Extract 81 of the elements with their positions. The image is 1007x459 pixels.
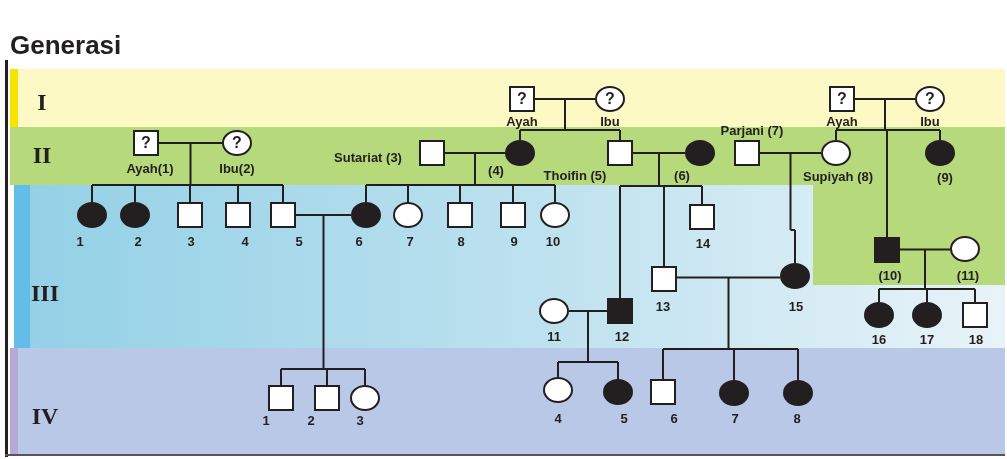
- person-label: 2: [307, 413, 315, 427]
- person-label: 14: [695, 236, 711, 250]
- person-label: 15: [788, 299, 804, 313]
- person-label: 1: [262, 413, 270, 427]
- person-label: Parjani (7): [720, 123, 784, 137]
- person-label: (6): [674, 168, 690, 182]
- male-square: [500, 202, 526, 228]
- person-label: 9: [510, 234, 518, 248]
- pedigree-line: [878, 248, 976, 303]
- person-label: 7: [406, 234, 414, 248]
- generation-numeral: III: [31, 281, 59, 305]
- male-square: [650, 379, 676, 405]
- male-square: [651, 266, 677, 292]
- question-mark: ?: [837, 91, 847, 107]
- person-label: 11: [547, 329, 561, 343]
- generation-numeral: II: [32, 143, 52, 167]
- person-label: 6: [670, 411, 678, 425]
- male-square: [133, 130, 159, 156]
- person-label: Ayah: [506, 114, 538, 128]
- person-label: Thoifin (5): [543, 168, 607, 182]
- question-mark: ?: [605, 91, 615, 107]
- pedigree-line: [662, 276, 799, 381]
- male-square: [225, 202, 251, 228]
- person-label: (9): [937, 170, 953, 184]
- person-label: 10: [545, 234, 561, 248]
- person-label: 16: [871, 332, 887, 346]
- person-label: Supiyah (8): [802, 169, 874, 183]
- person-label: Ayah(1): [126, 161, 174, 175]
- person-label: Ibu: [600, 114, 620, 128]
- person-label: 8: [793, 411, 801, 425]
- pedigree-line: [280, 214, 366, 386]
- person-label: 4: [554, 411, 562, 425]
- pedigree-line: [365, 152, 556, 203]
- person-label: (4): [488, 163, 504, 177]
- person-label: 17: [919, 332, 935, 346]
- person-label: Ayah: [826, 114, 858, 128]
- person-label: 18: [968, 332, 984, 346]
- person-label: 3: [187, 234, 195, 248]
- male-square: [509, 86, 535, 112]
- generation-numeral: IV: [31, 404, 59, 428]
- pedigree-line: [91, 142, 284, 203]
- pedigree-line: [835, 98, 941, 238]
- male-square: [177, 202, 203, 228]
- pedigree-line: [557, 310, 619, 380]
- person-label: Sutariat (3): [334, 150, 402, 164]
- person-label: 3: [356, 413, 364, 427]
- question-mark: ?: [141, 135, 151, 151]
- person-label: 2: [134, 234, 142, 248]
- question-mark: ?: [517, 91, 527, 107]
- male-square: [270, 202, 296, 228]
- male-square: [689, 204, 715, 230]
- pedigree-line: [759, 152, 822, 264]
- diagram-title: Generasi: [10, 30, 122, 61]
- male-square: [268, 385, 294, 411]
- person-label: (10): [878, 268, 902, 282]
- person-label: 5: [295, 234, 303, 248]
- male-square: [447, 202, 473, 228]
- pedigree-line: [619, 152, 703, 299]
- male-square: [962, 302, 988, 328]
- person-label: 8: [457, 234, 465, 248]
- generation-numeral: I: [37, 90, 47, 114]
- person-label: 13: [655, 299, 671, 313]
- pedigree-line: [519, 98, 621, 141]
- affected-male-square: [874, 237, 900, 263]
- affected-male-square: [607, 298, 633, 324]
- person-label: 7: [731, 411, 739, 425]
- male-square: [419, 140, 445, 166]
- person-label: Ibu: [920, 114, 940, 128]
- person-label: 6: [355, 234, 363, 248]
- question-mark: ?: [232, 135, 242, 151]
- person-label: 5: [620, 411, 628, 425]
- person-label: (11): [956, 268, 980, 282]
- question-mark: ?: [925, 91, 935, 107]
- male-square: [314, 385, 340, 411]
- person-label: Ibu(2): [219, 161, 255, 175]
- male-square: [829, 86, 855, 112]
- male-square: [734, 140, 760, 166]
- person-label: 1: [76, 234, 84, 248]
- person-label: 4: [241, 234, 249, 248]
- male-square: [607, 140, 633, 166]
- person-label: 12: [614, 329, 630, 343]
